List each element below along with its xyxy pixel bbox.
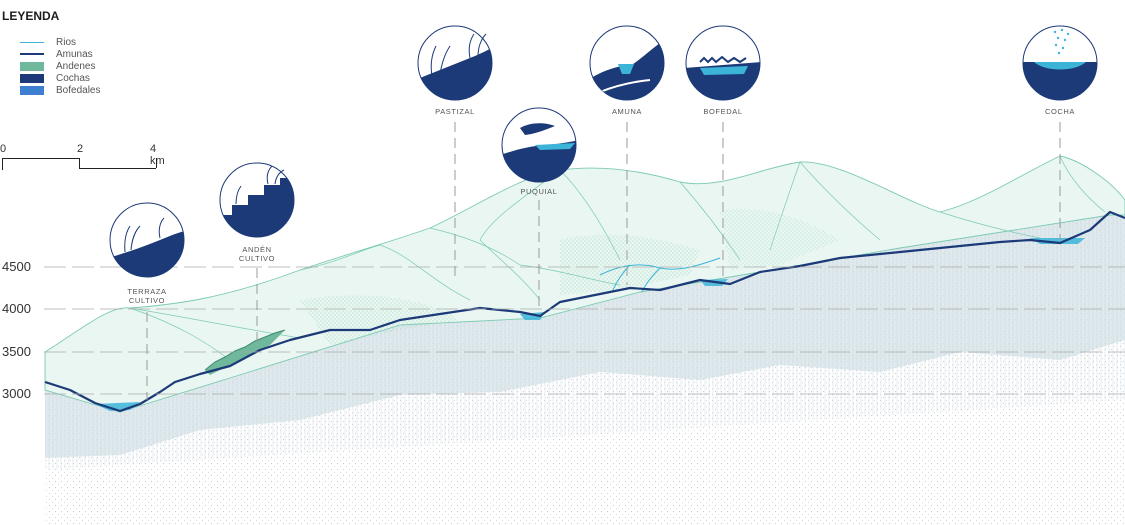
andenes-terraces xyxy=(204,329,286,375)
elevation-label-3000: 3000 xyxy=(2,386,31,401)
site-label-line: CULTIVO xyxy=(128,296,166,305)
grass-terrace-icon xyxy=(109,202,185,278)
scale-label-4km: 4 km xyxy=(150,143,165,167)
legend-item-andenes: Andenes xyxy=(20,60,100,72)
site-label-amuna: AMUNA xyxy=(611,107,643,116)
green-stipple-b xyxy=(560,234,700,295)
site-label-pastizal: PASTIZAL xyxy=(435,107,475,116)
infiltration-channel-icon xyxy=(589,25,665,101)
amuna-line-icon xyxy=(20,53,44,55)
scale-label-2: 2 xyxy=(77,143,84,155)
legend: Rios Amunas Andenes Cochas Bofedales xyxy=(20,36,100,96)
site-label-anden: ANDÉN CULTIVO xyxy=(239,245,275,263)
scale-label-0: 0 xyxy=(0,143,7,155)
legend-label: Cochas xyxy=(56,72,90,84)
site-label-puquial: PUQUIAL xyxy=(520,187,558,196)
legend-label: Amunas xyxy=(56,48,93,60)
green-stipple-a xyxy=(300,295,460,345)
elevation-gridlines xyxy=(44,266,1125,395)
stepped-terrace-icon xyxy=(219,162,295,238)
elevation-label-4000: 4000 xyxy=(2,301,31,316)
lagoon-icon xyxy=(1022,25,1098,101)
cochas-swatch-icon xyxy=(20,73,44,83)
site-label-line: ANDÉN xyxy=(242,245,272,254)
elevation-label-3500: 3500 xyxy=(2,344,31,359)
site-label-terraza: TERRAZA CULTIVO xyxy=(127,287,166,305)
scale-bar-lines xyxy=(2,158,157,170)
legend-label: Bofedales xyxy=(56,84,101,96)
site-label-cocha: COCHA xyxy=(1044,107,1076,116)
legend-item-rios: Rios xyxy=(20,36,100,48)
site-label-line: CULTIVO xyxy=(238,254,276,263)
green-stipple-c xyxy=(720,208,840,270)
wetland-icon xyxy=(685,25,761,101)
legend-item-bofedales: Bofedales xyxy=(20,84,100,96)
andenes-swatch-icon xyxy=(20,61,44,71)
scale-bar: 0 2 4 km xyxy=(0,143,165,173)
grassland-icon xyxy=(417,25,493,101)
legend-label: Andenes xyxy=(56,60,96,72)
subsurface-hatch xyxy=(45,215,1125,470)
legend-item-amunas: Amunas xyxy=(20,48,100,60)
rivers xyxy=(599,257,721,293)
cocha-water-cocha xyxy=(1030,238,1085,244)
bofedales-swatch-icon xyxy=(20,85,44,95)
site-label-bofedal: BOFEDAL xyxy=(703,107,743,116)
legend-label: Rios xyxy=(56,36,77,48)
legend-title: LEYENDA xyxy=(2,9,60,23)
legend-item-cochas: Cochas xyxy=(20,72,100,84)
elevation-label-4500: 4500 xyxy=(2,259,31,274)
site-label-line: TERRAZA xyxy=(127,287,167,296)
site-leader-lines xyxy=(146,122,1061,400)
river-line-icon xyxy=(20,41,44,43)
